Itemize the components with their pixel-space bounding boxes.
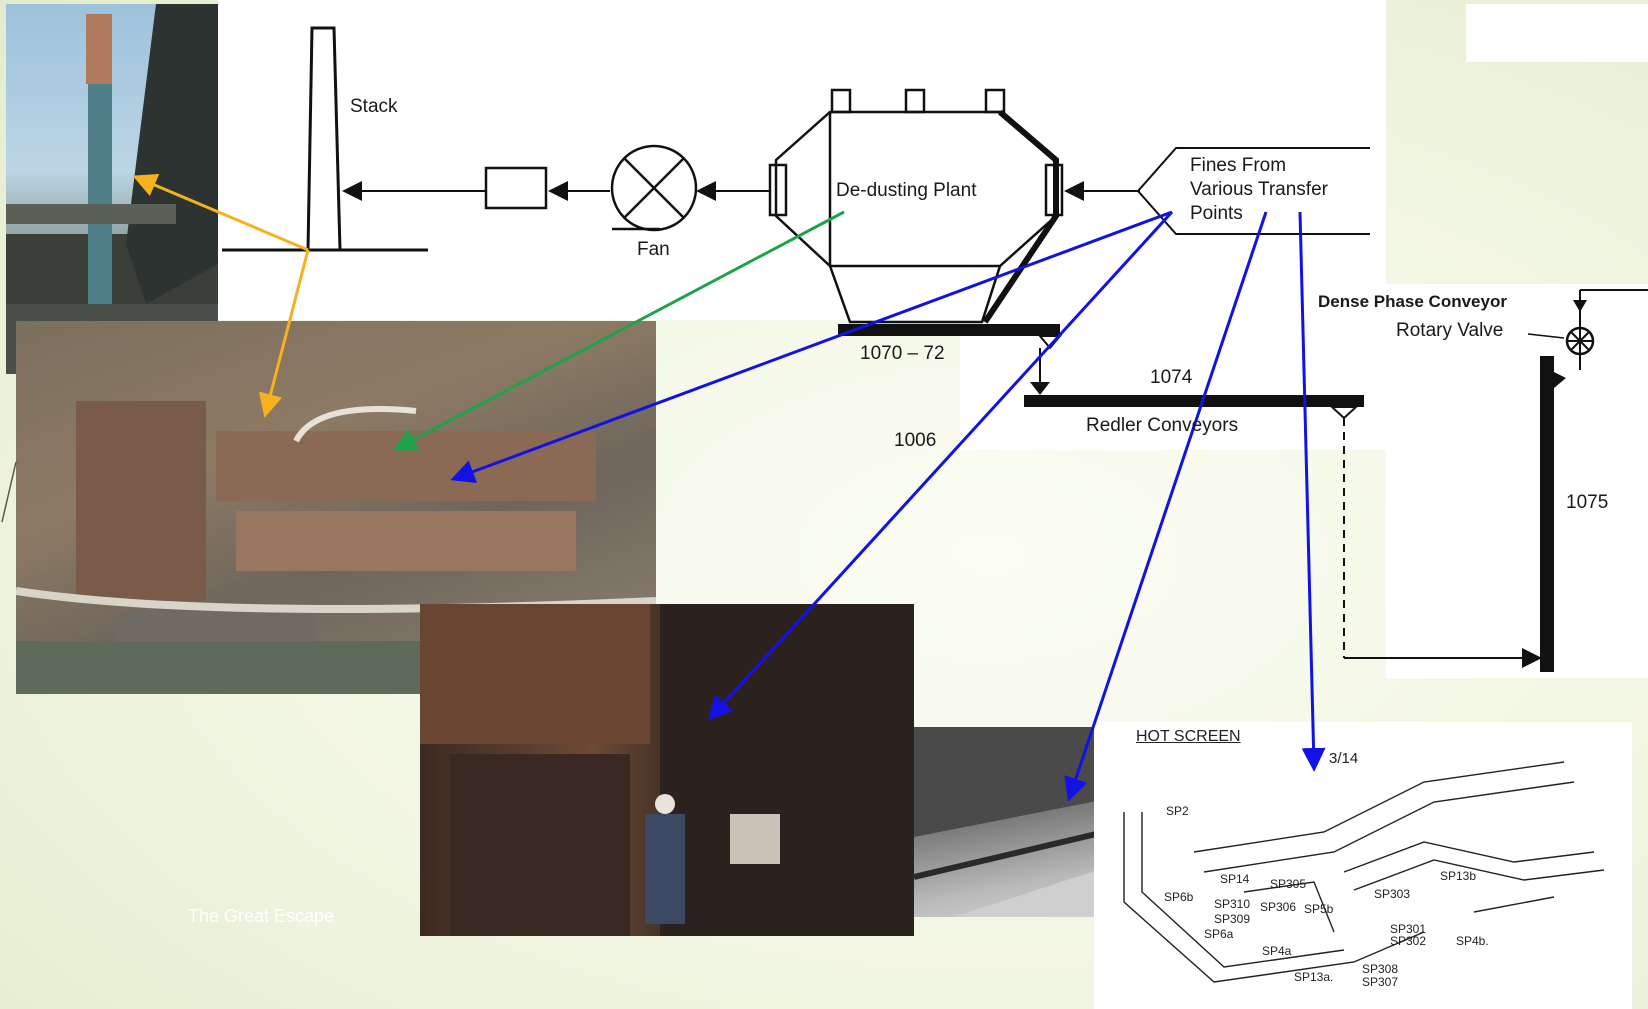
id-1075-label: 1075	[1566, 492, 1608, 515]
redler-conveyor	[1024, 395, 1364, 407]
stack-symbol	[222, 28, 428, 250]
fan-symbol	[612, 146, 696, 230]
fan-label: Fan	[637, 239, 670, 262]
caption: The Great Escape	[188, 906, 334, 927]
fines-label: Fines From Various Transfer Points	[1190, 154, 1328, 226]
id-1006-label: 1006	[894, 430, 936, 453]
blue-arrows	[456, 212, 1314, 796]
edge-line	[2, 462, 16, 522]
dedusting-plant-label: De-dusting Plant	[836, 180, 976, 203]
damper-box	[486, 168, 546, 208]
dense-phase-column	[1540, 356, 1554, 672]
conveyor-1074-label: 1074	[1150, 367, 1192, 390]
hopper-id-label: 1070 – 72	[860, 343, 945, 366]
dense-phase-conveyor-label: Dense Phase Conveyor	[1318, 292, 1507, 312]
rotary-valve-label: Rotary Valve	[1396, 320, 1503, 343]
stack-label: Stack	[350, 96, 398, 119]
green-arrow	[398, 212, 844, 448]
orange-arrows	[138, 178, 308, 412]
redler-conveyors-label: Redler Conveyors	[1086, 415, 1238, 438]
hopper-conveyor	[838, 324, 1060, 336]
